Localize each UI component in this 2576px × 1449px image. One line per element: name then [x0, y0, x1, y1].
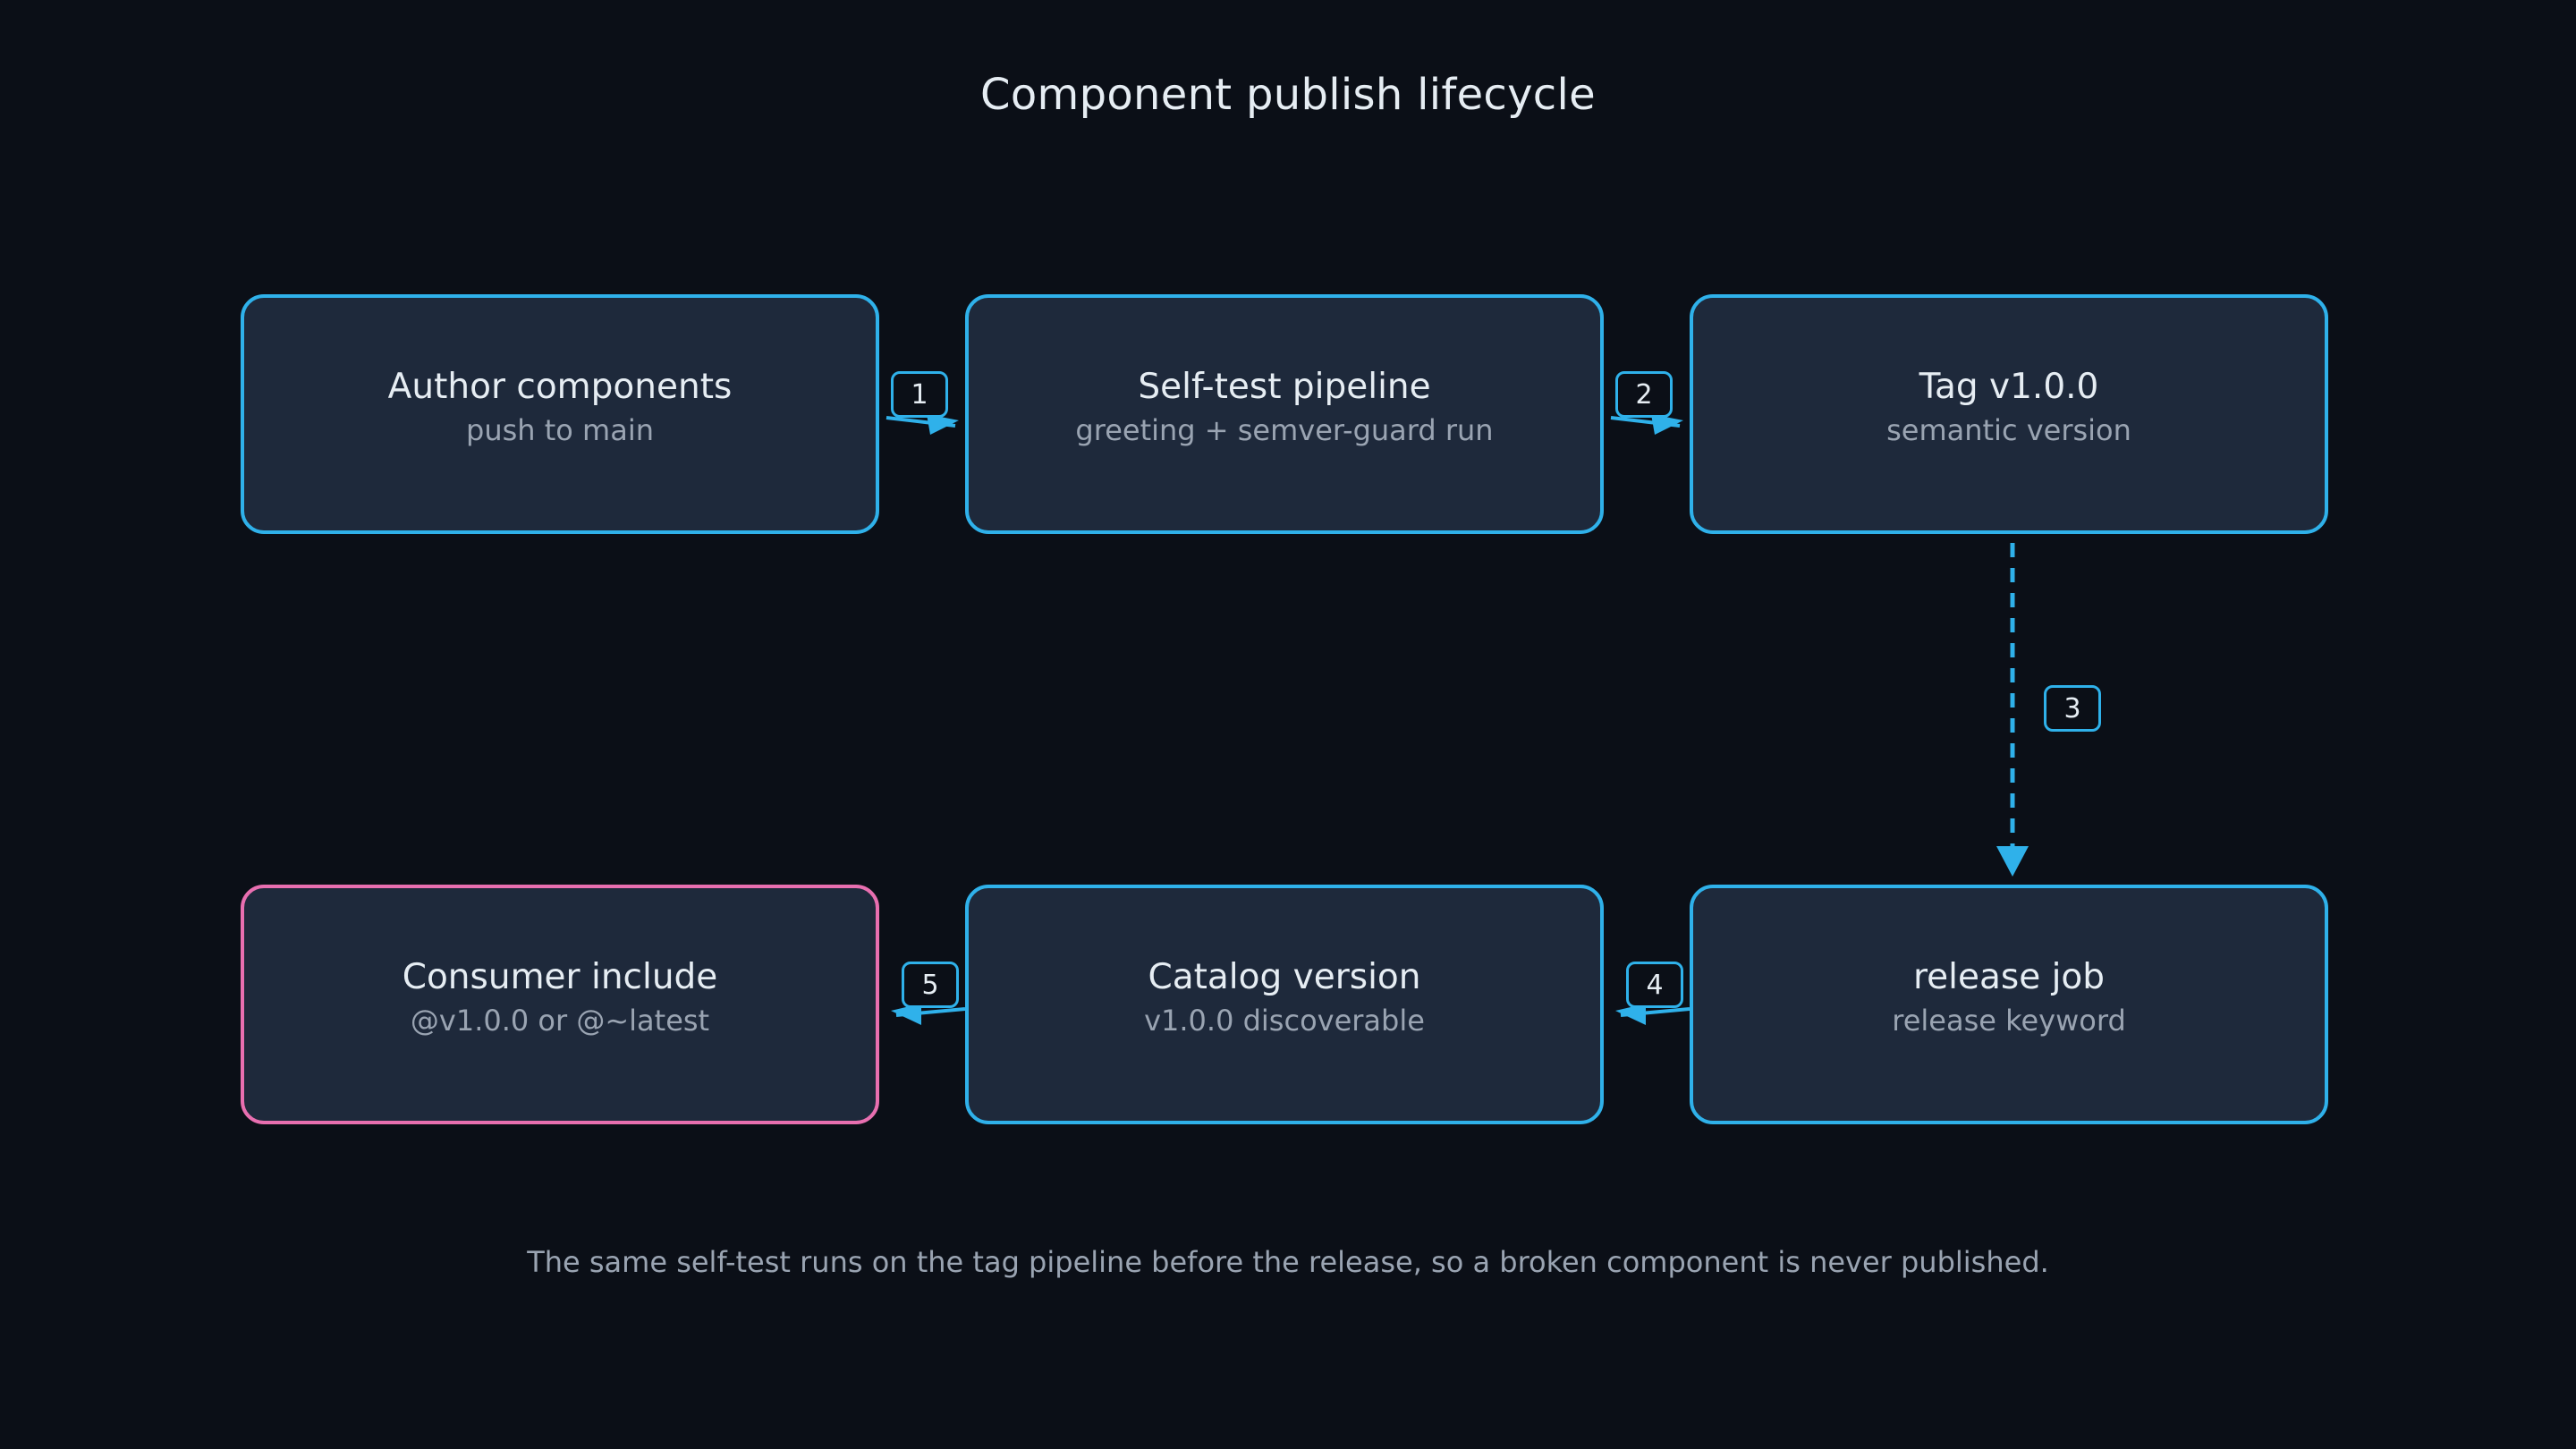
step-badge-2: 2 — [1615, 371, 1673, 418]
node-title: Author components — [387, 367, 733, 408]
node-catalog-version: Catalog version v1.0.0 discoverable — [965, 885, 1604, 1124]
edge-arrowhead — [927, 414, 959, 435]
node-tag-version: Tag v1.0.0 semantic version — [1690, 294, 2328, 534]
node-title: Self-test pipeline — [1138, 367, 1431, 408]
edge-arrowhead — [1651, 414, 1683, 435]
node-subtitle: release keyword — [1892, 1004, 2126, 1038]
node-title: Catalog version — [1148, 957, 1421, 998]
node-consumer-include: Consumer include @v1.0.0 or @~latest — [241, 885, 879, 1124]
edge-arrowhead — [1996, 846, 2029, 877]
node-title: Tag v1.0.0 — [1919, 367, 2099, 408]
diagram-title: Component publish lifecycle — [980, 70, 1596, 120]
node-subtitle: v1.0.0 discoverable — [1144, 1004, 1425, 1038]
edge-arrowhead — [891, 1004, 921, 1025]
node-title: release job — [1912, 957, 2106, 998]
node-title: Consumer include — [402, 957, 718, 998]
node-self-test-pipeline: Self-test pipeline greeting + semver-gua… — [965, 294, 1604, 534]
node-author-components: Author components push to main — [241, 294, 879, 534]
node-subtitle: push to main — [466, 413, 654, 448]
step-badge-5: 5 — [902, 962, 959, 1008]
node-subtitle: greeting + semver-guard run — [1075, 413, 1494, 448]
node-release-job: release job release keyword — [1690, 885, 2328, 1124]
node-subtitle: @v1.0.0 or @~latest — [410, 1004, 710, 1038]
step-badge-4: 4 — [1626, 962, 1683, 1008]
footnote: The same self-test runs on the tag pipel… — [527, 1245, 2049, 1279]
edge-arrowhead — [1615, 1004, 1646, 1025]
step-badge-1: 1 — [891, 371, 948, 418]
step-badge-3: 3 — [2044, 685, 2101, 732]
node-subtitle: semantic version — [1886, 413, 2131, 448]
